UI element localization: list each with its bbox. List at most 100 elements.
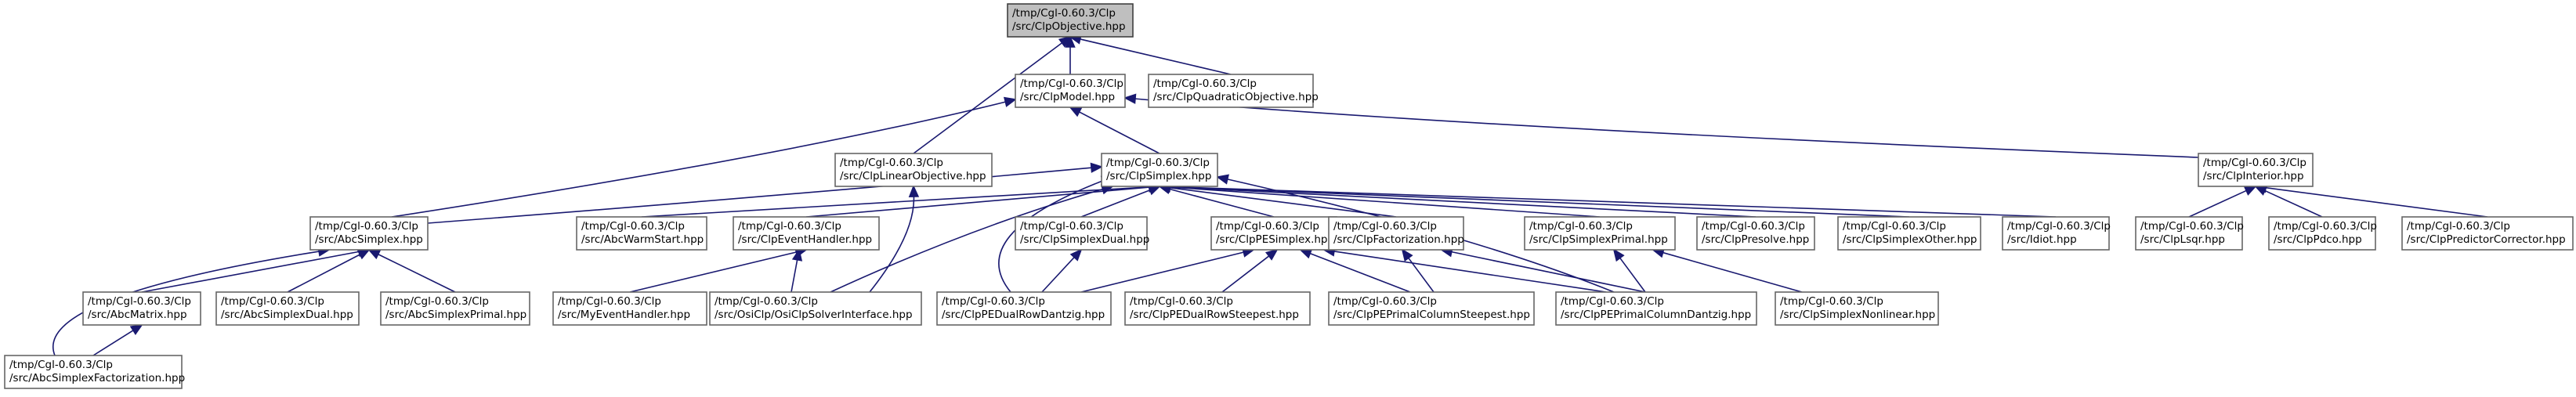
node-box [733, 216, 880, 251]
node-box [215, 291, 360, 326]
node-box [1148, 74, 1314, 108]
node-path-label: /tmp/Cgl-0.60.3/Clp [221, 295, 324, 308]
node-osiclpsolverinterface[interactable]: /tmp/Cgl-0.60.3/Clp/src/OsiClp/OsiClpSol… [709, 291, 922, 326]
node-box [2002, 216, 2110, 251]
edge-clplinearobjective-to-clpobjective [913, 35, 1072, 154]
node-abcsimplexfactorization[interactable]: /tmp/Cgl-0.60.3/Clp/src/AbcSimplexFactor… [4, 355, 185, 389]
node-idiot[interactable]: /tmp/Cgl-0.60.3/Clp/src/Idiot.hpp [2002, 216, 2111, 251]
node-box [1101, 153, 1218, 187]
node-clpsimplexother[interactable]: /tmp/Cgl-0.60.3/Clp/src/ClpSimplexOther.… [1837, 216, 1981, 251]
edge-line [2188, 189, 2247, 218]
node-clplsqr[interactable]: /tmp/Cgl-0.60.3/Clp/src/ClpLsqr.hpp [2135, 216, 2244, 251]
node-clpsimplexdual[interactable]: /tmp/Cgl-0.60.3/Clp/src/ClpSimplexDual.h… [1015, 216, 1149, 251]
node-path-label: /tmp/Cgl-0.60.3/Clp [840, 157, 943, 169]
node-path-label: /tmp/Cgl-0.60.3/Clp [1780, 295, 1883, 308]
edge-line [1169, 186, 2057, 218]
node-path-label: /tmp/Cgl-0.60.3/Clp [2274, 220, 2377, 233]
node-box [1328, 291, 1535, 326]
edge-idiot-to-clpsimplex [1157, 181, 2057, 218]
edge-abcsimplex-to-clpsimplex [427, 162, 1104, 224]
node-clppesimplex[interactable]: /tmp/Cgl-0.60.3/Clp/src/ClpPESimplex.hpp [1210, 216, 1337, 251]
node-file-label: /src/ClpQuadraticObjective.hpp [1153, 91, 1319, 103]
arrowhead-icon [1065, 34, 1076, 48]
node-file-label: /src/AbcSimplexFactorization.hpp [9, 372, 185, 384]
node-clppredictorcorrector[interactable]: /tmp/Cgl-0.60.3/Clp/src/ClpPredictorCorr… [2401, 216, 2574, 251]
edge-line [1333, 251, 1607, 293]
node-clpmodel[interactable]: /tmp/Cgl-0.60.3/Clp/src/ClpModel.hpp [1015, 74, 1126, 108]
node-path-label: /tmp/Cgl-0.60.3/Clp [1153, 78, 1257, 90]
node-box [4, 355, 183, 389]
edge-line [1662, 251, 1803, 293]
edge-line [141, 251, 360, 293]
node-path-label: /tmp/Cgl-0.60.3/Clp [2007, 220, 2111, 233]
arrowhead-icon [1069, 106, 1083, 117]
edge-abcsimplex-to-clpmodel [391, 96, 1017, 218]
edge-clpeprimalcolumnsteepest-to-clpfactorization [1401, 248, 1435, 293]
node-clpquadraticobjective[interactable]: /tmp/Cgl-0.60.3/Clp/src/ClpQuadraticObje… [1148, 74, 1319, 108]
edge-clplsqr-to-clpinterior [2188, 186, 2257, 218]
node-path-label: /tmp/Cgl-0.60.3/Clp [1106, 157, 1210, 169]
edge-line [1041, 256, 1075, 293]
node-myeventhandler[interactable]: /tmp/Cgl-0.60.3/Clp/src/MyEventHandler.h… [552, 291, 707, 326]
node-file-label: /src/ClpLinearObjective.hpp [840, 170, 986, 182]
node-box [1015, 216, 1148, 251]
arrowhead-icon [1612, 248, 1625, 262]
node-box [1210, 216, 1337, 251]
edge-line [391, 101, 1006, 218]
node-clpdedualrowsteepest[interactable]: /tmp/Cgl-0.60.3/Clp/src/ClpPEDualRowStee… [1124, 291, 1311, 326]
edge-clpsimplexnonlinear-to-clpsimplexprimal [1652, 247, 1803, 293]
node-clpeventhandler[interactable]: /tmp/Cgl-0.60.3/Clp/src/ClpEventHandler.… [733, 216, 880, 251]
node-file-label: /src/AbcWarmStart.hpp [581, 233, 704, 246]
arrowhead-icon [1003, 96, 1017, 107]
node-abcsimplex[interactable]: /tmp/Cgl-0.60.3/Clp/src/AbcSimplex.hpp [309, 216, 429, 251]
node-path-label: /tmp/Cgl-0.60.3/Clp [2203, 157, 2306, 169]
node-box [2135, 216, 2243, 251]
node-clpfactorization[interactable]: /tmp/Cgl-0.60.3/Clp/src/ClpFactorization… [1328, 216, 1464, 251]
node-file-label: /src/ClpPEPrimalColumnDantzig.hpp [1561, 309, 1751, 321]
node-path-label: /tmp/Cgl-0.60.3/Clp [315, 220, 418, 233]
node-path-label: /tmp/Cgl-0.60.3/Clp [1020, 78, 1123, 90]
node-abcsimplexdual[interactable]: /tmp/Cgl-0.60.3/Clp/src/AbcSimplexDual.h… [215, 291, 360, 326]
node-clpdedualrowdantzig[interactable]: /tmp/Cgl-0.60.3/Clp/src/ClpPEDualRowDant… [936, 291, 1112, 326]
edge-clppresolve-to-clpsimplex [1157, 182, 1757, 218]
edge-clpquadraticobjective-to-clpobjective [1069, 34, 1232, 75]
node-path-label: /tmp/Cgl-0.60.3/Clp [715, 295, 818, 308]
edge-line [1080, 189, 1151, 218]
edge-line [92, 330, 134, 356]
edge-clpeprimalcolumndantzig-to-clpsimplexprimal [1612, 248, 1646, 293]
node-clppdco[interactable]: /tmp/Cgl-0.60.3/Clp/src/ClpPdco.hpp [2268, 216, 2377, 251]
edge-line [2265, 186, 2488, 218]
edge-abcmatrix-to-abcsimplex [141, 246, 371, 293]
node-file-label: /src/ClpPdco.hpp [2274, 233, 2362, 246]
node-path-label: /tmp/Cgl-0.60.3/Clp [1702, 220, 1805, 233]
node-path-label: /tmp/Cgl-0.60.3/Clp [1333, 220, 1437, 233]
node-clplinearobjective[interactable]: /tmp/Cgl-0.60.3/Clp/src/ClpLinearObjecti… [834, 153, 993, 187]
node-box [576, 216, 707, 251]
node-clpsimplexnonlinear[interactable]: /tmp/Cgl-0.60.3/Clp/src/ClpSimplexNonlin… [1775, 291, 1939, 326]
edge-line [1080, 251, 1244, 293]
node-clppresolve[interactable]: /tmp/Cgl-0.60.3/Clp/src/ClpPresolve.hpp [1696, 216, 1815, 251]
node-box [2268, 216, 2376, 251]
node-clpinterior[interactable]: /tmp/Cgl-0.60.3/Clp/src/ClpInterior.hpp [2198, 153, 2314, 187]
node-clpsimplex[interactable]: /tmp/Cgl-0.60.3/Clp/src/ClpSimplex.hpp [1101, 153, 1218, 187]
node-file-label: /src/AbcSimplex.hpp [315, 233, 423, 246]
node-path-label: /tmp/Cgl-0.60.3/Clp [558, 295, 661, 308]
node-path-label: /tmp/Cgl-0.60.3/Clp [88, 295, 191, 308]
node-abcwarmstart[interactable]: /tmp/Cgl-0.60.3/Clp/src/AbcWarmStart.hpp [576, 216, 707, 251]
nodes-layer: /tmp/Cgl-0.60.3/Clp/src/ClpObjective.hpp… [4, 3, 2574, 389]
node-clpeprimalcolumndantzig[interactable]: /tmp/Cgl-0.60.3/Clp/src/ClpPEPrimalColum… [1555, 291, 1757, 326]
arrowhead-icon [908, 184, 920, 198]
edge-line [1619, 257, 1646, 293]
node-box [834, 153, 993, 187]
edge-osiclpsolverinterface-to-clplinearobjective [869, 184, 920, 293]
node-clpsimplexprimal[interactable]: /tmp/Cgl-0.60.3/Clp/src/ClpSimplexPrimal… [1524, 216, 1676, 251]
node-abcsimplexprimal[interactable]: /tmp/Cgl-0.60.3/Clp/src/AbcSimplexPrimal… [380, 291, 530, 326]
node-file-label: /src/OsiClp/OsiClpSolverInterface.hpp [715, 309, 913, 321]
node-box [936, 291, 1112, 326]
node-file-label: /src/ClpPredictorCorrector.hpp [2407, 233, 2566, 246]
node-clpeprimalcolumnsteepest[interactable]: /tmp/Cgl-0.60.3/Clp/src/ClpPEPrimalColum… [1328, 291, 1535, 326]
node-abcmatrix[interactable]: /tmp/Cgl-0.60.3/Clp/src/AbcMatrix.hpp [82, 291, 201, 326]
node-file-label: /src/ClpPEDualRowSteepest.hpp [1130, 309, 1299, 321]
node-box [1007, 3, 1134, 38]
